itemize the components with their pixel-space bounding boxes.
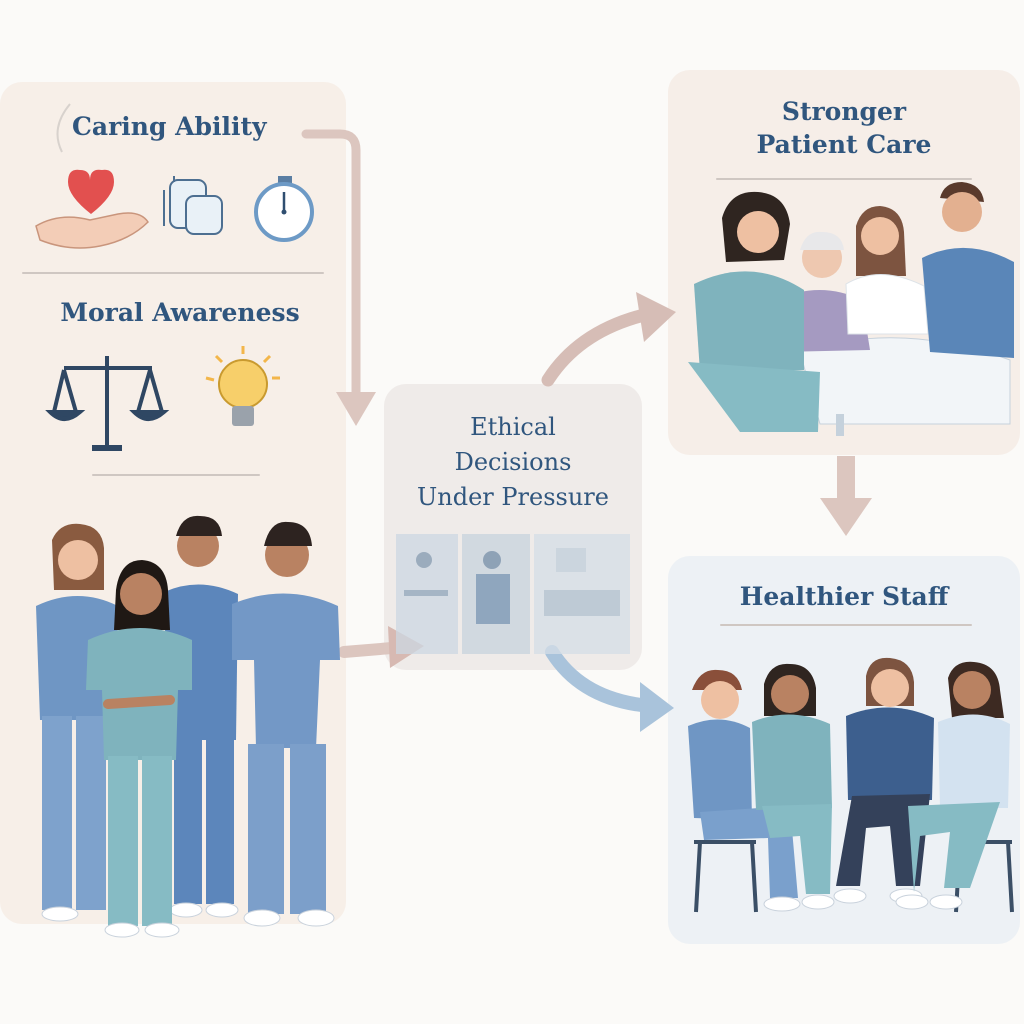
node-stronger-patient-care: Stronger Patient Care xyxy=(668,96,1020,161)
arrow-staff-to-ethical xyxy=(338,642,398,658)
staff-member xyxy=(895,661,1010,910)
arrow-head-up-right xyxy=(636,292,676,342)
pressure-scenes-thumbnails xyxy=(396,534,630,654)
node-ethical-decisions: Ethical Decisions Under Pressure xyxy=(384,410,642,514)
divider xyxy=(720,624,972,626)
arrow-caring-to-ethical xyxy=(301,129,361,397)
node-healthier-staff: Healthier Staff xyxy=(739,582,949,611)
node-line: Decisions xyxy=(454,447,572,476)
node-caring-ability: Caring Ability xyxy=(72,112,267,141)
node-moral-awareness: Moral Awareness xyxy=(60,298,300,327)
staff-member xyxy=(164,515,239,918)
divider xyxy=(22,272,324,274)
node-line: Under Pressure xyxy=(417,482,609,511)
heart-in-hand-icon xyxy=(35,169,149,249)
arrow-head-down-right xyxy=(640,682,674,732)
node-line: Patient Care xyxy=(756,129,932,159)
divider xyxy=(716,178,972,180)
arrow-head-down-2 xyxy=(820,498,872,536)
node-line: Stronger xyxy=(781,97,907,126)
hands-icon xyxy=(163,176,223,235)
staff-member xyxy=(36,523,118,922)
node-line: Ethical xyxy=(470,413,556,441)
staff-member xyxy=(752,663,835,910)
scales-icon xyxy=(45,356,170,451)
staff-member xyxy=(688,669,801,912)
decorative-arc xyxy=(56,103,71,153)
arrow-ethical-to-patient-care xyxy=(541,307,655,387)
staff-group-illustration xyxy=(36,515,340,938)
arrow-ethical-to-healthier xyxy=(545,645,657,713)
patient-care-scene xyxy=(688,182,1014,436)
stopwatch-icon xyxy=(254,176,314,242)
staff-member xyxy=(833,657,934,904)
divider xyxy=(92,474,260,476)
arrow-head-down-1 xyxy=(336,392,376,426)
staff-member xyxy=(232,521,340,927)
staff-member xyxy=(86,560,192,938)
healthier-staff-scene xyxy=(688,657,1014,913)
lightbulb-icon xyxy=(205,346,280,426)
